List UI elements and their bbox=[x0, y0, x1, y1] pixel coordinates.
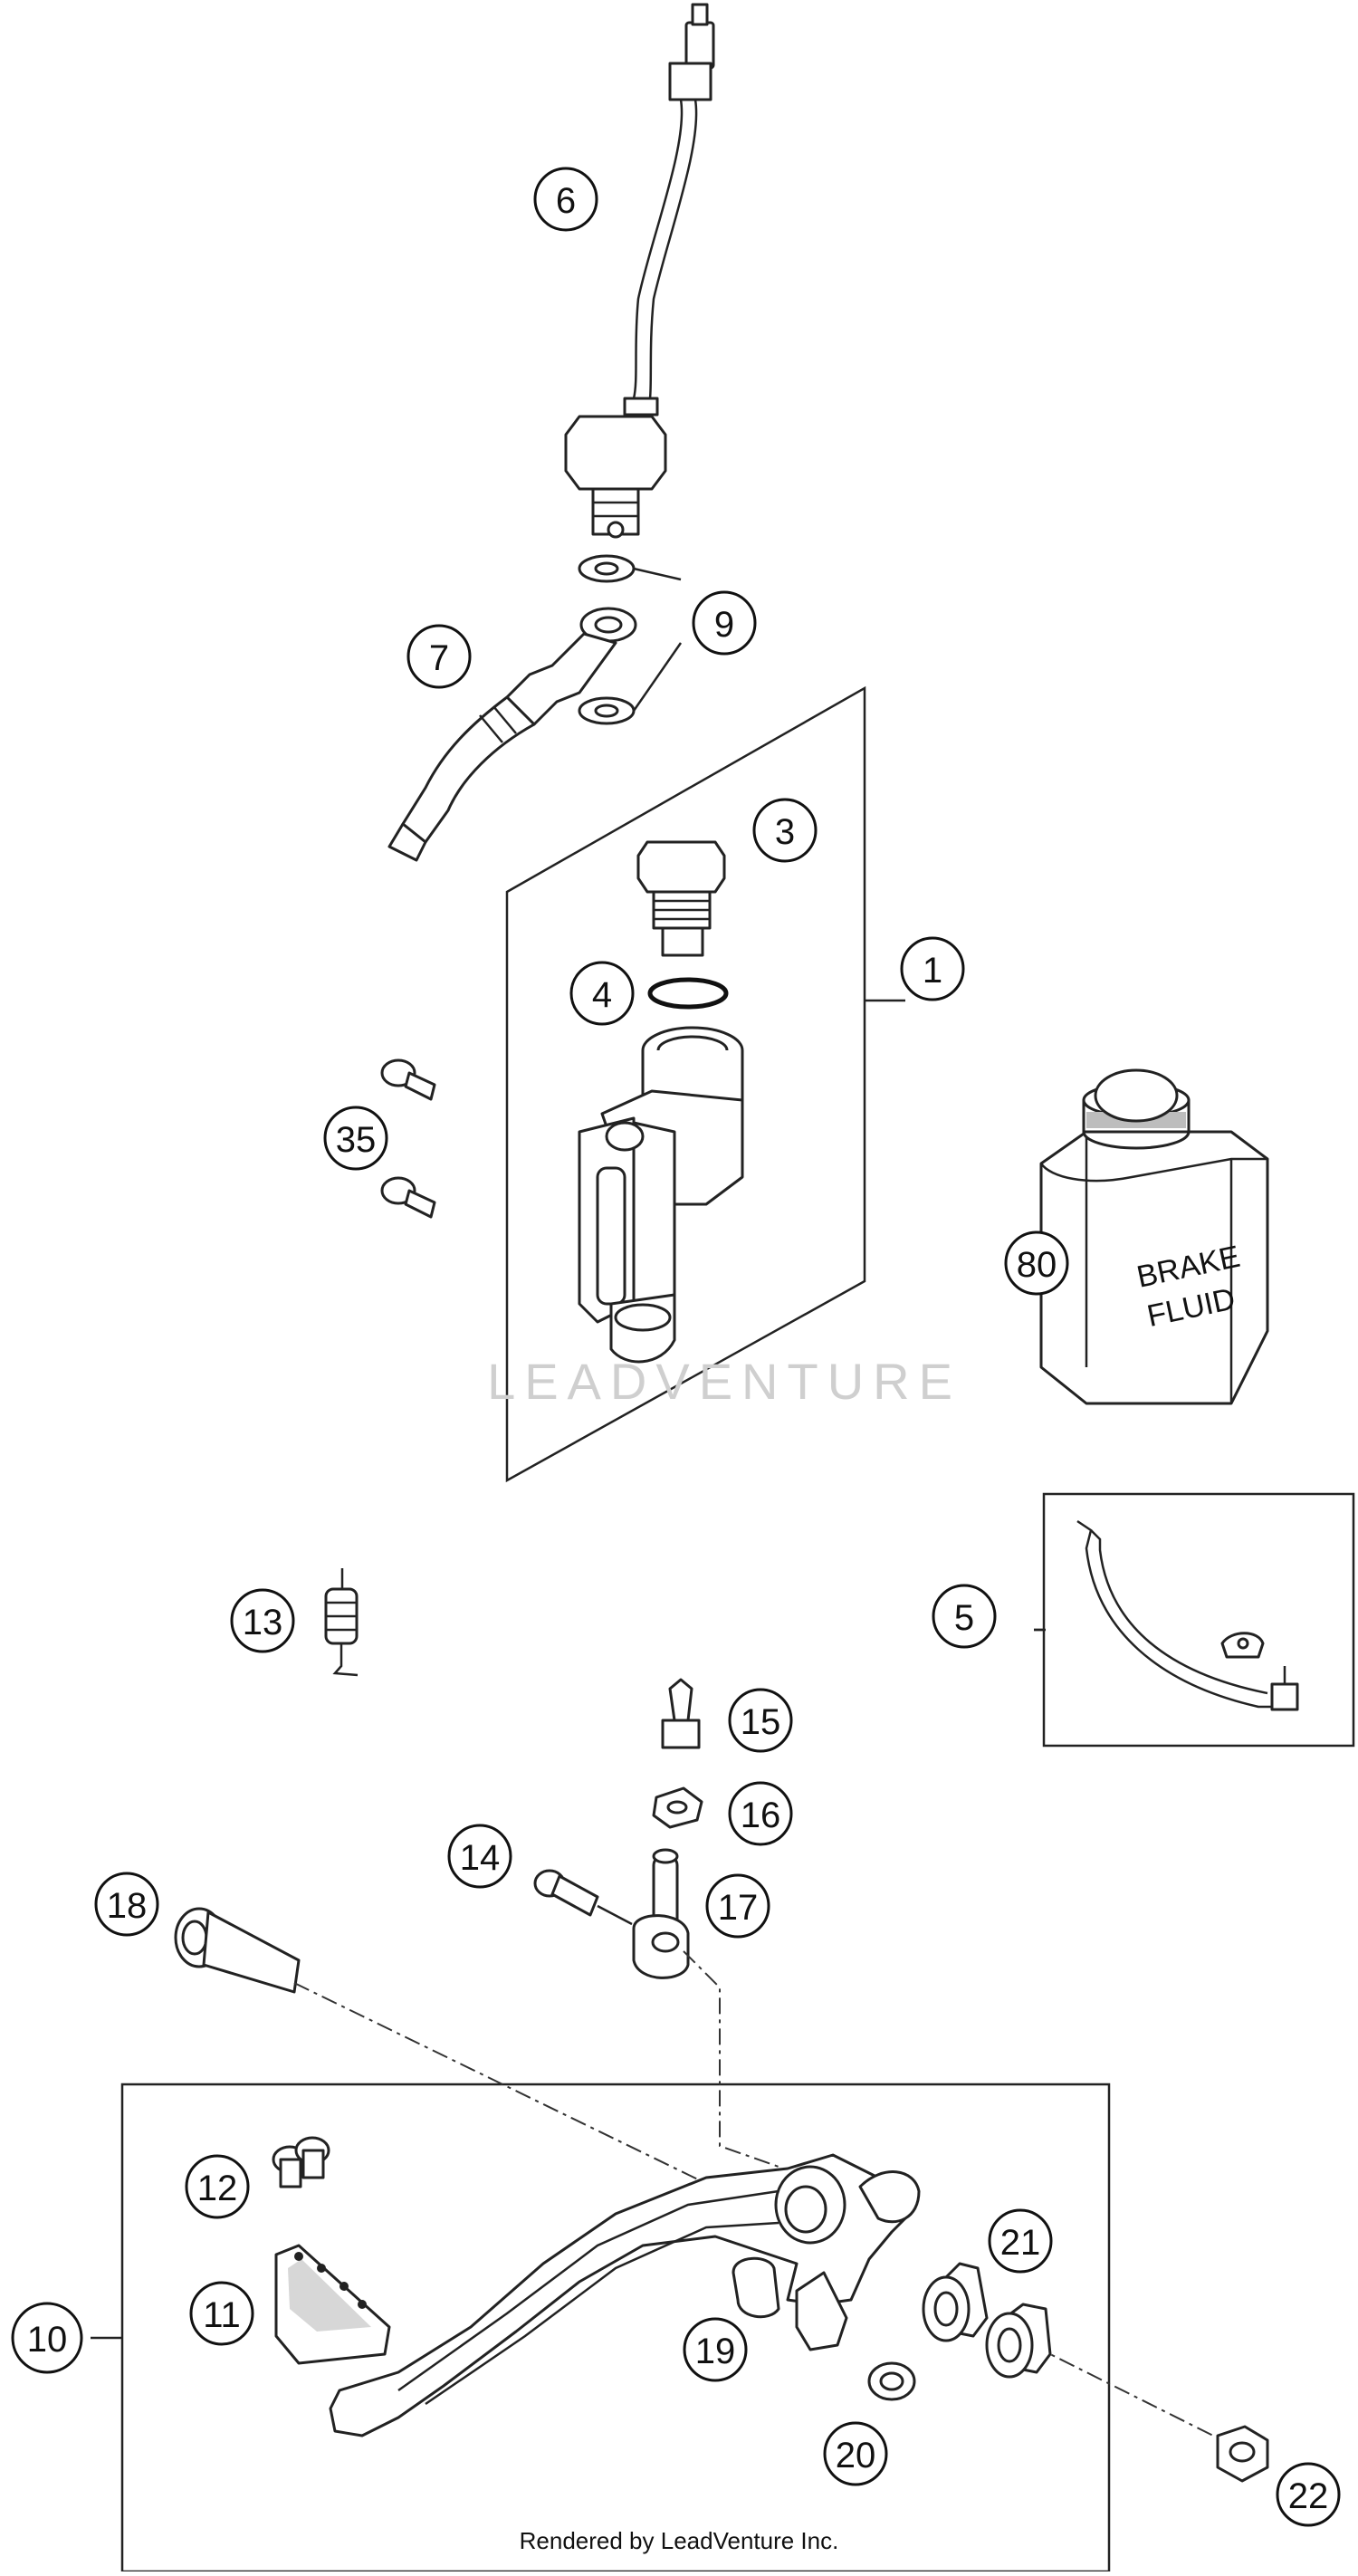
leader-lines bbox=[91, 567, 1046, 2340]
callout-6: 6 bbox=[533, 167, 598, 232]
callout-12: 12 bbox=[185, 2154, 250, 2219]
svg-text:10: 10 bbox=[27, 2320, 68, 2360]
assembly-5-box bbox=[1042, 1492, 1355, 1748]
washers-part bbox=[578, 554, 636, 725]
svg-text:1: 1 bbox=[923, 951, 942, 991]
svg-text:6: 6 bbox=[556, 181, 576, 221]
svg-text:21: 21 bbox=[1000, 2223, 1041, 2263]
assembly-line-17 bbox=[683, 1950, 798, 2174]
callout-21: 21 bbox=[988, 2208, 1053, 2274]
master-cylinder-part bbox=[578, 1026, 744, 1364]
callout-11: 11 bbox=[189, 2281, 254, 2346]
step-bolts-part bbox=[272, 2136, 330, 2188]
ring-part bbox=[867, 2361, 916, 2401]
pin-part bbox=[533, 1869, 633, 1926]
callout-13: 13 bbox=[230, 1588, 295, 1653]
lock-nut-part bbox=[1216, 2425, 1269, 2483]
callout-35: 35 bbox=[323, 1106, 388, 1171]
svg-text:80: 80 bbox=[1017, 1245, 1057, 1285]
svg-text:22: 22 bbox=[1288, 2476, 1329, 2516]
callout-19: 19 bbox=[683, 2317, 748, 2382]
step-plate-part bbox=[274, 2244, 391, 2365]
brake-hose-part bbox=[387, 607, 637, 862]
svg-text:5: 5 bbox=[954, 1598, 974, 1638]
brake-fluid-can-part bbox=[1039, 1068, 1269, 1405]
callout-4: 4 bbox=[569, 961, 635, 1026]
cable-part bbox=[1076, 1519, 1299, 1711]
callout-16: 16 bbox=[728, 1781, 793, 1846]
pivot-bolt-part bbox=[174, 1907, 301, 1994]
callout-18: 18 bbox=[94, 1872, 159, 1937]
callout-9: 9 bbox=[692, 590, 757, 656]
assembly-line-22 bbox=[1031, 2344, 1214, 2437]
svg-text:18: 18 bbox=[107, 1886, 148, 1926]
svg-text:13: 13 bbox=[243, 1603, 283, 1642]
callout-80: 80 bbox=[1004, 1231, 1069, 1296]
assembly-1-panel bbox=[505, 685, 866, 1483]
callout-10: 10 bbox=[11, 2302, 83, 2374]
svg-text:19: 19 bbox=[695, 2332, 736, 2371]
reservoir-plug-part bbox=[636, 840, 726, 957]
svg-text:14: 14 bbox=[460, 1838, 501, 1878]
callout-7: 7 bbox=[406, 624, 472, 689]
callout-5: 5 bbox=[932, 1584, 997, 1649]
pressure-switch-part bbox=[564, 3, 715, 539]
bolts-part bbox=[380, 1058, 436, 1219]
spring-part bbox=[324, 1568, 359, 1677]
footer-credit: Rendered by LeadVenture Inc. bbox=[520, 2527, 839, 2554]
joint-part bbox=[632, 1848, 690, 1979]
svg-text:15: 15 bbox=[741, 1702, 781, 1742]
svg-text:4: 4 bbox=[592, 975, 612, 1015]
callout-1: 1 bbox=[900, 936, 965, 1001]
bushings-part bbox=[922, 2262, 1052, 2379]
nut-part bbox=[652, 1786, 703, 1829]
svg-text:16: 16 bbox=[741, 1796, 781, 1835]
svg-text:11: 11 bbox=[203, 2295, 241, 2335]
svg-text:17: 17 bbox=[718, 1888, 759, 1928]
brake-pedal-part bbox=[329, 2153, 921, 2437]
svg-text:7: 7 bbox=[429, 638, 449, 678]
callout-14: 14 bbox=[447, 1824, 512, 1889]
callout-15: 15 bbox=[728, 1688, 793, 1753]
svg-text:12: 12 bbox=[197, 2169, 238, 2208]
svg-text:3: 3 bbox=[775, 812, 795, 852]
callout-17: 17 bbox=[705, 1873, 770, 1939]
o-ring-part bbox=[647, 977, 729, 1010]
callout-3: 3 bbox=[752, 798, 818, 863]
svg-text:35: 35 bbox=[336, 1120, 377, 1160]
callout-22: 22 bbox=[1276, 2462, 1341, 2527]
callout-20: 20 bbox=[823, 2421, 888, 2486]
svg-text:9: 9 bbox=[714, 605, 734, 645]
svg-text:20: 20 bbox=[836, 2436, 876, 2475]
watermark-text: LEADVENTURE bbox=[487, 1353, 961, 1410]
bleeder-valve-part bbox=[661, 1678, 701, 1749]
